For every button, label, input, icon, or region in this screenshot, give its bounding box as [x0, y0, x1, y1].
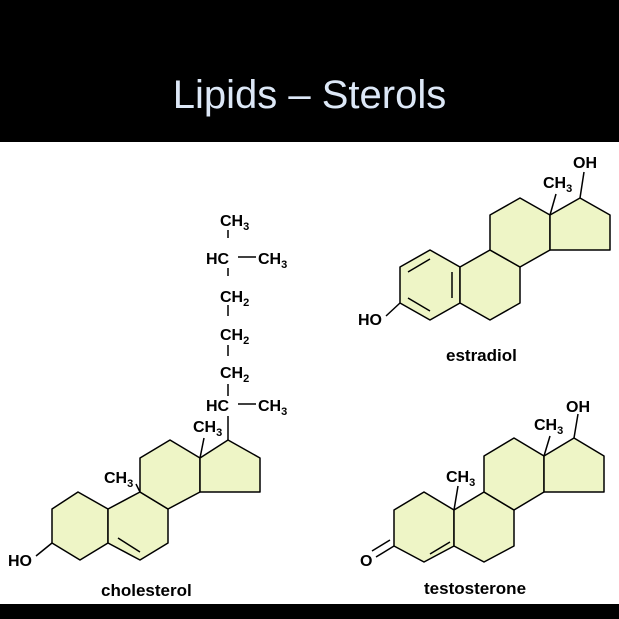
testosterone-name: testosterone [424, 579, 526, 598]
cholesterol-chain-hc-1: HC [206, 251, 230, 268]
testosterone-ring-d [543, 437, 605, 493]
testosterone-o-label: O [360, 553, 372, 570]
cholesterol-name: cholesterol [101, 581, 192, 600]
estradiol-ch3-label: CH3 [543, 175, 572, 195]
testosterone-double-bond [429, 541, 451, 555]
testosterone-ketone-bond-2 [371, 539, 391, 552]
testosterone-oh-label: OH [566, 399, 590, 416]
estradiol-oh-label: OH [573, 155, 597, 172]
slide-title: Lipids – Sterols [172, 73, 447, 117]
title-bar: Lipids – Sterols [0, 0, 619, 142]
estradiol-ring-a [399, 249, 461, 321]
cholesterol-ho-label: HO [8, 553, 32, 570]
cholesterol-ch3-c19: CH3 [104, 470, 133, 490]
estradiol-oh-bond [579, 171, 585, 199]
cholesterol-chain-ch2-3: CH2 [220, 365, 249, 385]
testosterone-c18-bond [543, 435, 551, 457]
cholesterol-oh-bond [35, 542, 53, 557]
cholesterol-chain-ch2-2: CH2 [220, 327, 249, 347]
estradiol-methyl-bond [549, 193, 557, 216]
sterol-structures-diagram: CH3 HC CH3 CH2 CH2 CH2 HC CH3 CH3 CH3 HO… [8, 155, 611, 600]
testosterone-c19-bond [453, 485, 459, 511]
estradiol-structure: OH CH3 HO estradiol [358, 155, 611, 365]
testosterone-ring-a [393, 491, 455, 563]
cholesterol-structure: CH3 HC CH3 CH2 CH2 CH2 HC CH3 CH3 CH3 HO… [8, 213, 287, 600]
cholesterol-c19-bond [135, 483, 141, 493]
cholesterol-double-bond [117, 537, 141, 553]
cholesterol-ring-a [51, 491, 109, 561]
cholesterol-c18-bond [199, 437, 205, 459]
cholesterol-chain-ch3-side-1: CH3 [258, 251, 287, 271]
testosterone-ch3-c18: CH3 [534, 417, 563, 437]
testosterone-structure: OH CH3 CH3 O testosterone [360, 399, 605, 598]
testosterone-ch3-c19: CH3 [446, 469, 475, 489]
cholesterol-ring-d [199, 439, 261, 493]
estradiol-name: estradiol [446, 346, 517, 365]
estradiol-ho-label: HO [358, 312, 382, 329]
testosterone-oh-bond [573, 413, 579, 439]
cholesterol-chain-hc-2: HC [206, 398, 230, 415]
cholesterol-chain-ch3-top: CH3 [220, 213, 249, 233]
cholesterol-ch3-c18: CH3 [193, 419, 222, 439]
cholesterol-chain-ch2-1: CH2 [220, 289, 249, 309]
cholesterol-chain-ch3-side-2: CH3 [258, 398, 287, 418]
testosterone-ketone-bond-1 [375, 545, 395, 558]
estradiol-ho-bond [385, 302, 401, 317]
estradiol-ring-d [549, 197, 611, 251]
estradiol-aromatic-bond-1 [407, 258, 431, 273]
estradiol-aromatic-bond-3 [407, 297, 431, 312]
diagram-panel: CH3 HC CH3 CH2 CH2 CH2 HC CH3 CH3 CH3 HO… [0, 142, 619, 604]
